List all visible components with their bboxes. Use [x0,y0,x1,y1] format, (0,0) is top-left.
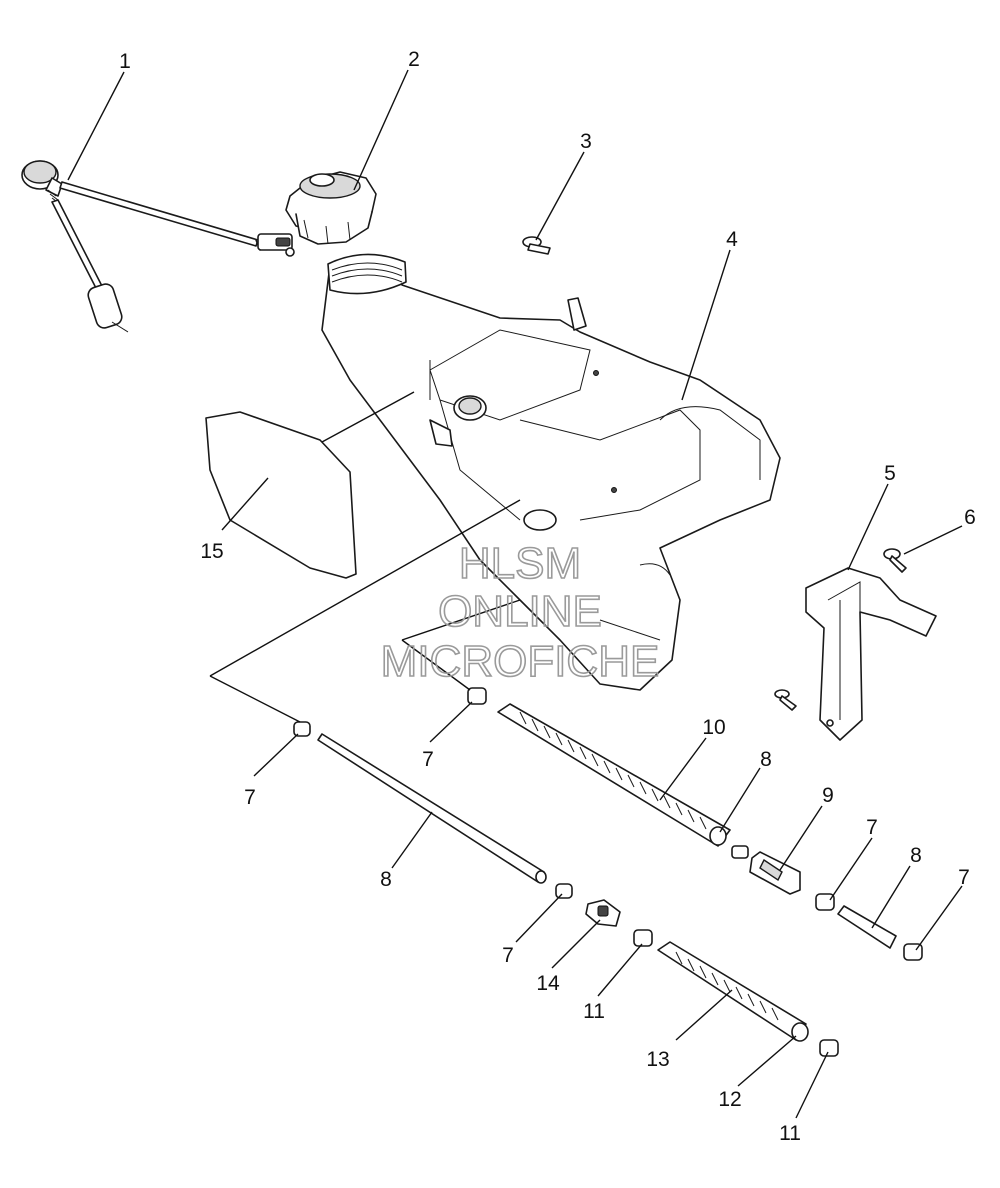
part-7-clamp-e[interactable] [555,883,573,899]
part-10-corrugated-hose[interactable] [497,703,731,847]
bracket-screw[interactable] [774,689,797,711]
part-11-clamp-b[interactable] [819,1039,839,1057]
callout-7-e[interactable]: 7 [958,866,970,889]
callout-labels: 1 2 3 4 5 6 7 7 7 7 7 8 8 8 9 10 11 11 1… [119,48,976,1145]
part-7-clamp-a[interactable] [293,721,311,737]
part-4-fuel-tank[interactable] [321,253,781,691]
callout-7-d[interactable]: 7 [866,816,878,839]
part-8-hose-right[interactable] [837,905,897,949]
callout-8-b[interactable]: 8 [760,748,772,771]
callout-14[interactable]: 14 [536,972,560,995]
part-8-hose-stub[interactable] [709,826,727,846]
callout-12[interactable]: 12 [718,1088,741,1111]
callout-11-a[interactable]: 11 [583,1000,605,1023]
callout-10[interactable]: 10 [702,716,725,739]
callout-3[interactable]: 3 [580,130,592,153]
part-2-fuel-cap[interactable] [285,171,377,245]
callout-4[interactable]: 4 [726,228,738,251]
callout-7-a[interactable]: 7 [244,786,256,809]
part-7-clamp-c[interactable] [815,893,835,911]
part-14-fitting[interactable] [585,899,621,927]
callout-1[interactable]: 1 [119,50,131,73]
part-7-clamp-b[interactable] [467,687,487,705]
part-5-bracket[interactable] [805,567,937,741]
part-9-valve[interactable] [749,851,801,895]
callout-5[interactable]: 5 [884,462,896,485]
part-11-clamp-a[interactable] [633,929,653,947]
callout-7-b[interactable]: 7 [422,748,434,771]
callout-15[interactable]: 15 [200,540,223,563]
watermark: HLSM ONLINE MICROFICHE [380,538,660,687]
callout-7-c[interactable]: 7 [502,944,514,967]
assembly-leaders [209,391,521,723]
part-6-screw[interactable] [883,548,907,573]
callout-13[interactable]: 13 [646,1048,669,1071]
callout-9[interactable]: 9 [822,784,834,807]
callout-leaders [67,69,963,1119]
part-8-hose-left[interactable] [317,733,547,884]
watermark-line-1: HLSM [459,539,581,588]
callout-2[interactable]: 2 [408,48,420,71]
part-1-fuel-sender[interactable] [21,160,295,333]
clamp-near-valve[interactable] [731,845,749,859]
callout-6[interactable]: 6 [964,506,976,529]
watermark-line-3: MICROFICHE [381,637,660,686]
part-13-corrugated-hose[interactable] [657,941,807,1041]
watermark-line-2: ONLINE [438,587,602,636]
callout-11-b[interactable]: 11 [779,1122,801,1145]
part-15-shield-pad[interactable] [205,411,357,579]
callout-8-c[interactable]: 8 [910,844,922,867]
callout-8-a[interactable]: 8 [380,868,392,891]
